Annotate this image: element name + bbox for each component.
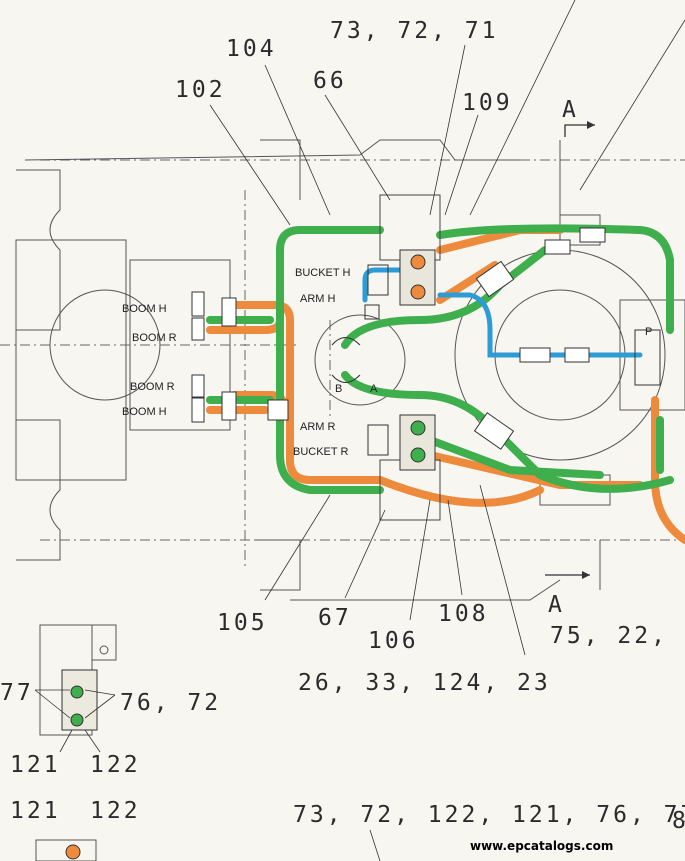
- section-mark-bottom: A: [548, 592, 565, 618]
- callout-77: 77: [0, 680, 34, 706]
- callout-67: 67: [318, 605, 352, 631]
- label-boom-h-lower: BOOM H: [122, 406, 167, 418]
- label-boom-r-lower: BOOM R: [130, 381, 175, 393]
- callout-66: 66: [313, 68, 347, 94]
- callout-numbers: 73, 72, 71 104 102 66 109 105 67 106 108…: [0, 18, 685, 834]
- callout-76-72: 76, 72: [120, 690, 221, 716]
- callout-73-72-122-121-76-77: 73, 72, 122, 121, 76, 77: [293, 802, 685, 828]
- label-boom-h-upper: BOOM H: [122, 303, 167, 315]
- label-port-b: B: [335, 383, 342, 395]
- callout-73-72-71: 73, 72, 71: [330, 18, 498, 44]
- label-bucket-h: BUCKET H: [295, 267, 350, 279]
- label-port-p: P: [645, 326, 652, 338]
- label-boom-r-upper: BOOM R: [132, 332, 177, 344]
- callout-105: 105: [217, 610, 268, 636]
- callout-122-inset: 122: [90, 752, 141, 778]
- callout-108: 108: [438, 601, 489, 627]
- fittings: [191, 194, 661, 521]
- section-arrows: [545, 121, 595, 579]
- green-hoses: [206, 224, 674, 494]
- section-mark-top: A: [562, 97, 579, 123]
- callout-75-22-2: 75, 22, 2: [550, 623, 685, 649]
- callout-121-inset: 121: [10, 752, 61, 778]
- label-port-a: A: [370, 383, 378, 395]
- callout-26-33-124-23: 26, 33, 124, 23: [298, 670, 551, 696]
- label-arm-h: ARM H: [300, 293, 336, 305]
- callout-106: 106: [368, 628, 419, 654]
- callout-109: 109: [462, 90, 513, 116]
- callout-122-bottom: 122: [90, 798, 141, 824]
- frame-linework: [0, 139, 685, 601]
- leader-lines: [34, 0, 685, 861]
- callout-121-bottom: 121: [10, 798, 61, 824]
- callout-104: 104: [226, 36, 277, 62]
- label-bucket-r: BUCKET R: [293, 446, 348, 458]
- inset-detail-bracket: [35, 624, 117, 861]
- callout-8: 8: [672, 808, 685, 834]
- callout-102: 102: [175, 77, 226, 103]
- watermark-text: www.epcatalogs.com: [470, 839, 613, 853]
- port-labels: BOOM H BOOM R BOOM R BOOM H BUCKET H ARM…: [122, 267, 652, 458]
- label-arm-r: ARM R: [300, 421, 336, 433]
